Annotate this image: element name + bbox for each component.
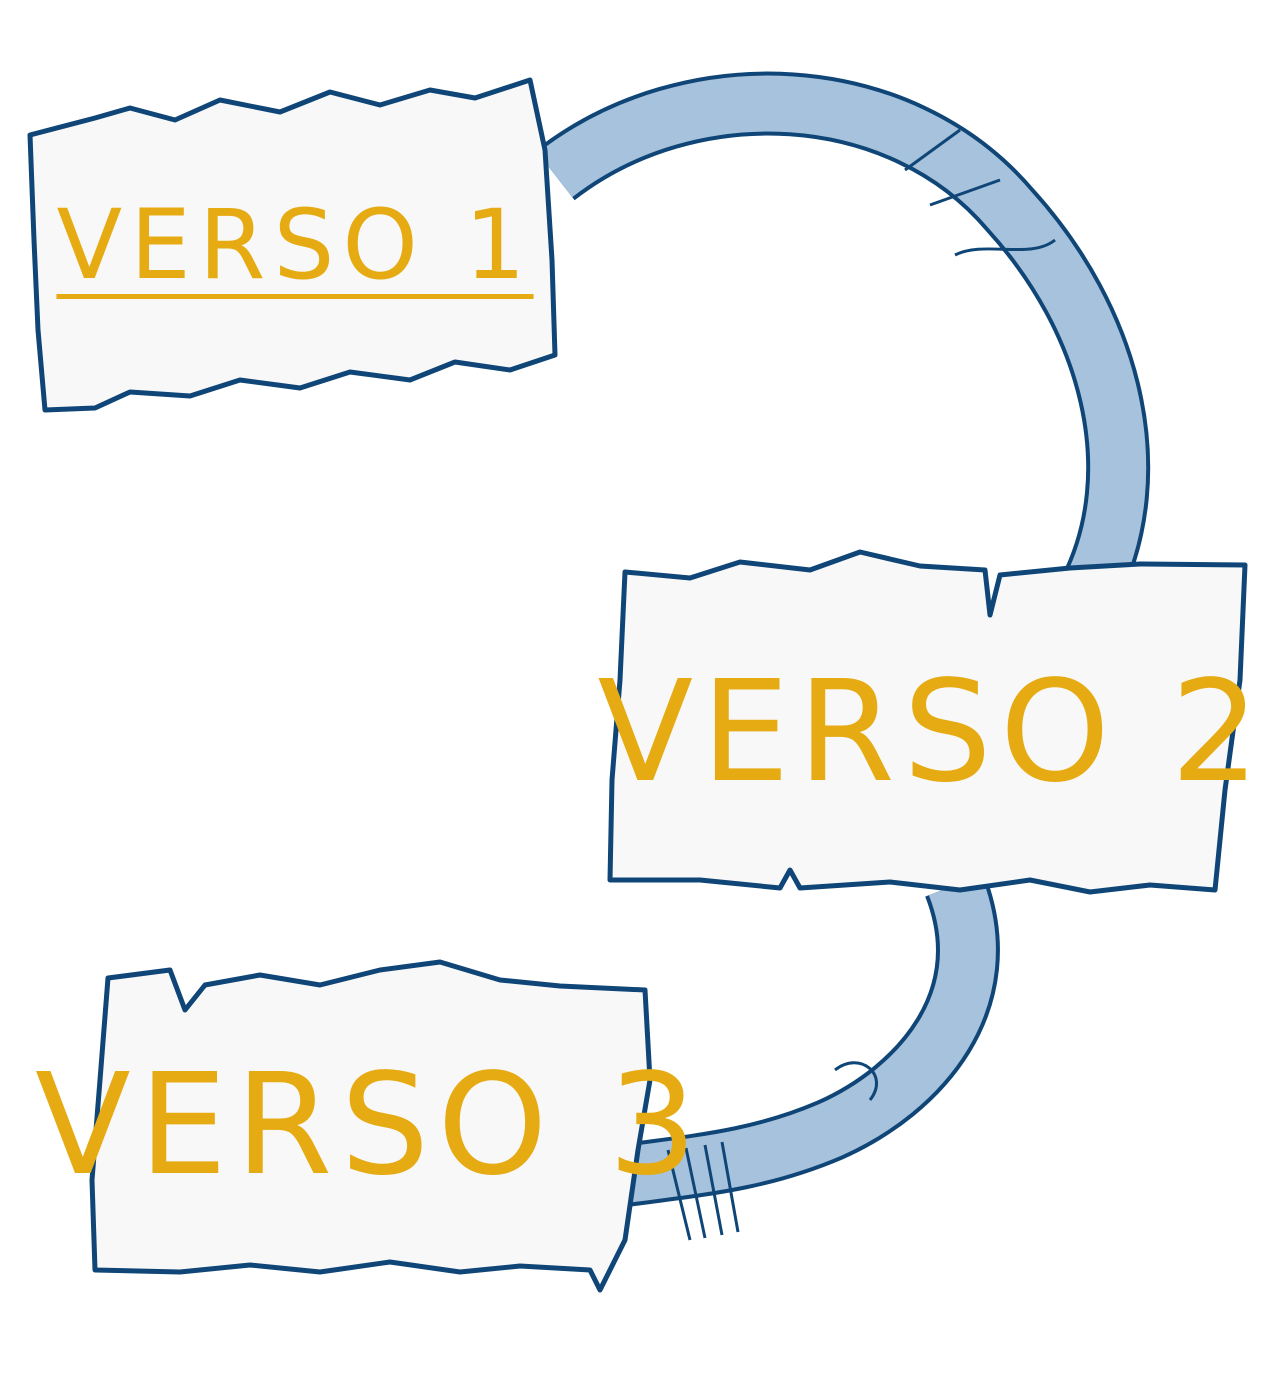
node-verso-2-label: VERSO 2	[597, 651, 1268, 814]
card-verso-1-shape	[27, 77, 558, 413]
node-verso-1: VERSO 1	[56, 110, 530, 380]
node-verso-3: VERSO 3	[35, 990, 697, 1260]
connector-verso-1-to-verso-2	[535, 71, 1151, 605]
card-verso-2-shape	[607, 549, 1248, 895]
node-verso-2: VERSO 2	[597, 585, 1259, 880]
node-verso-1-label: VERSO 1	[56, 189, 534, 301]
node-verso-3-label: VERSO 3	[34, 1043, 706, 1207]
connector-verso-2-to-verso-3	[620, 873, 1000, 1241]
card-verso-3-shape	[89, 959, 653, 1293]
